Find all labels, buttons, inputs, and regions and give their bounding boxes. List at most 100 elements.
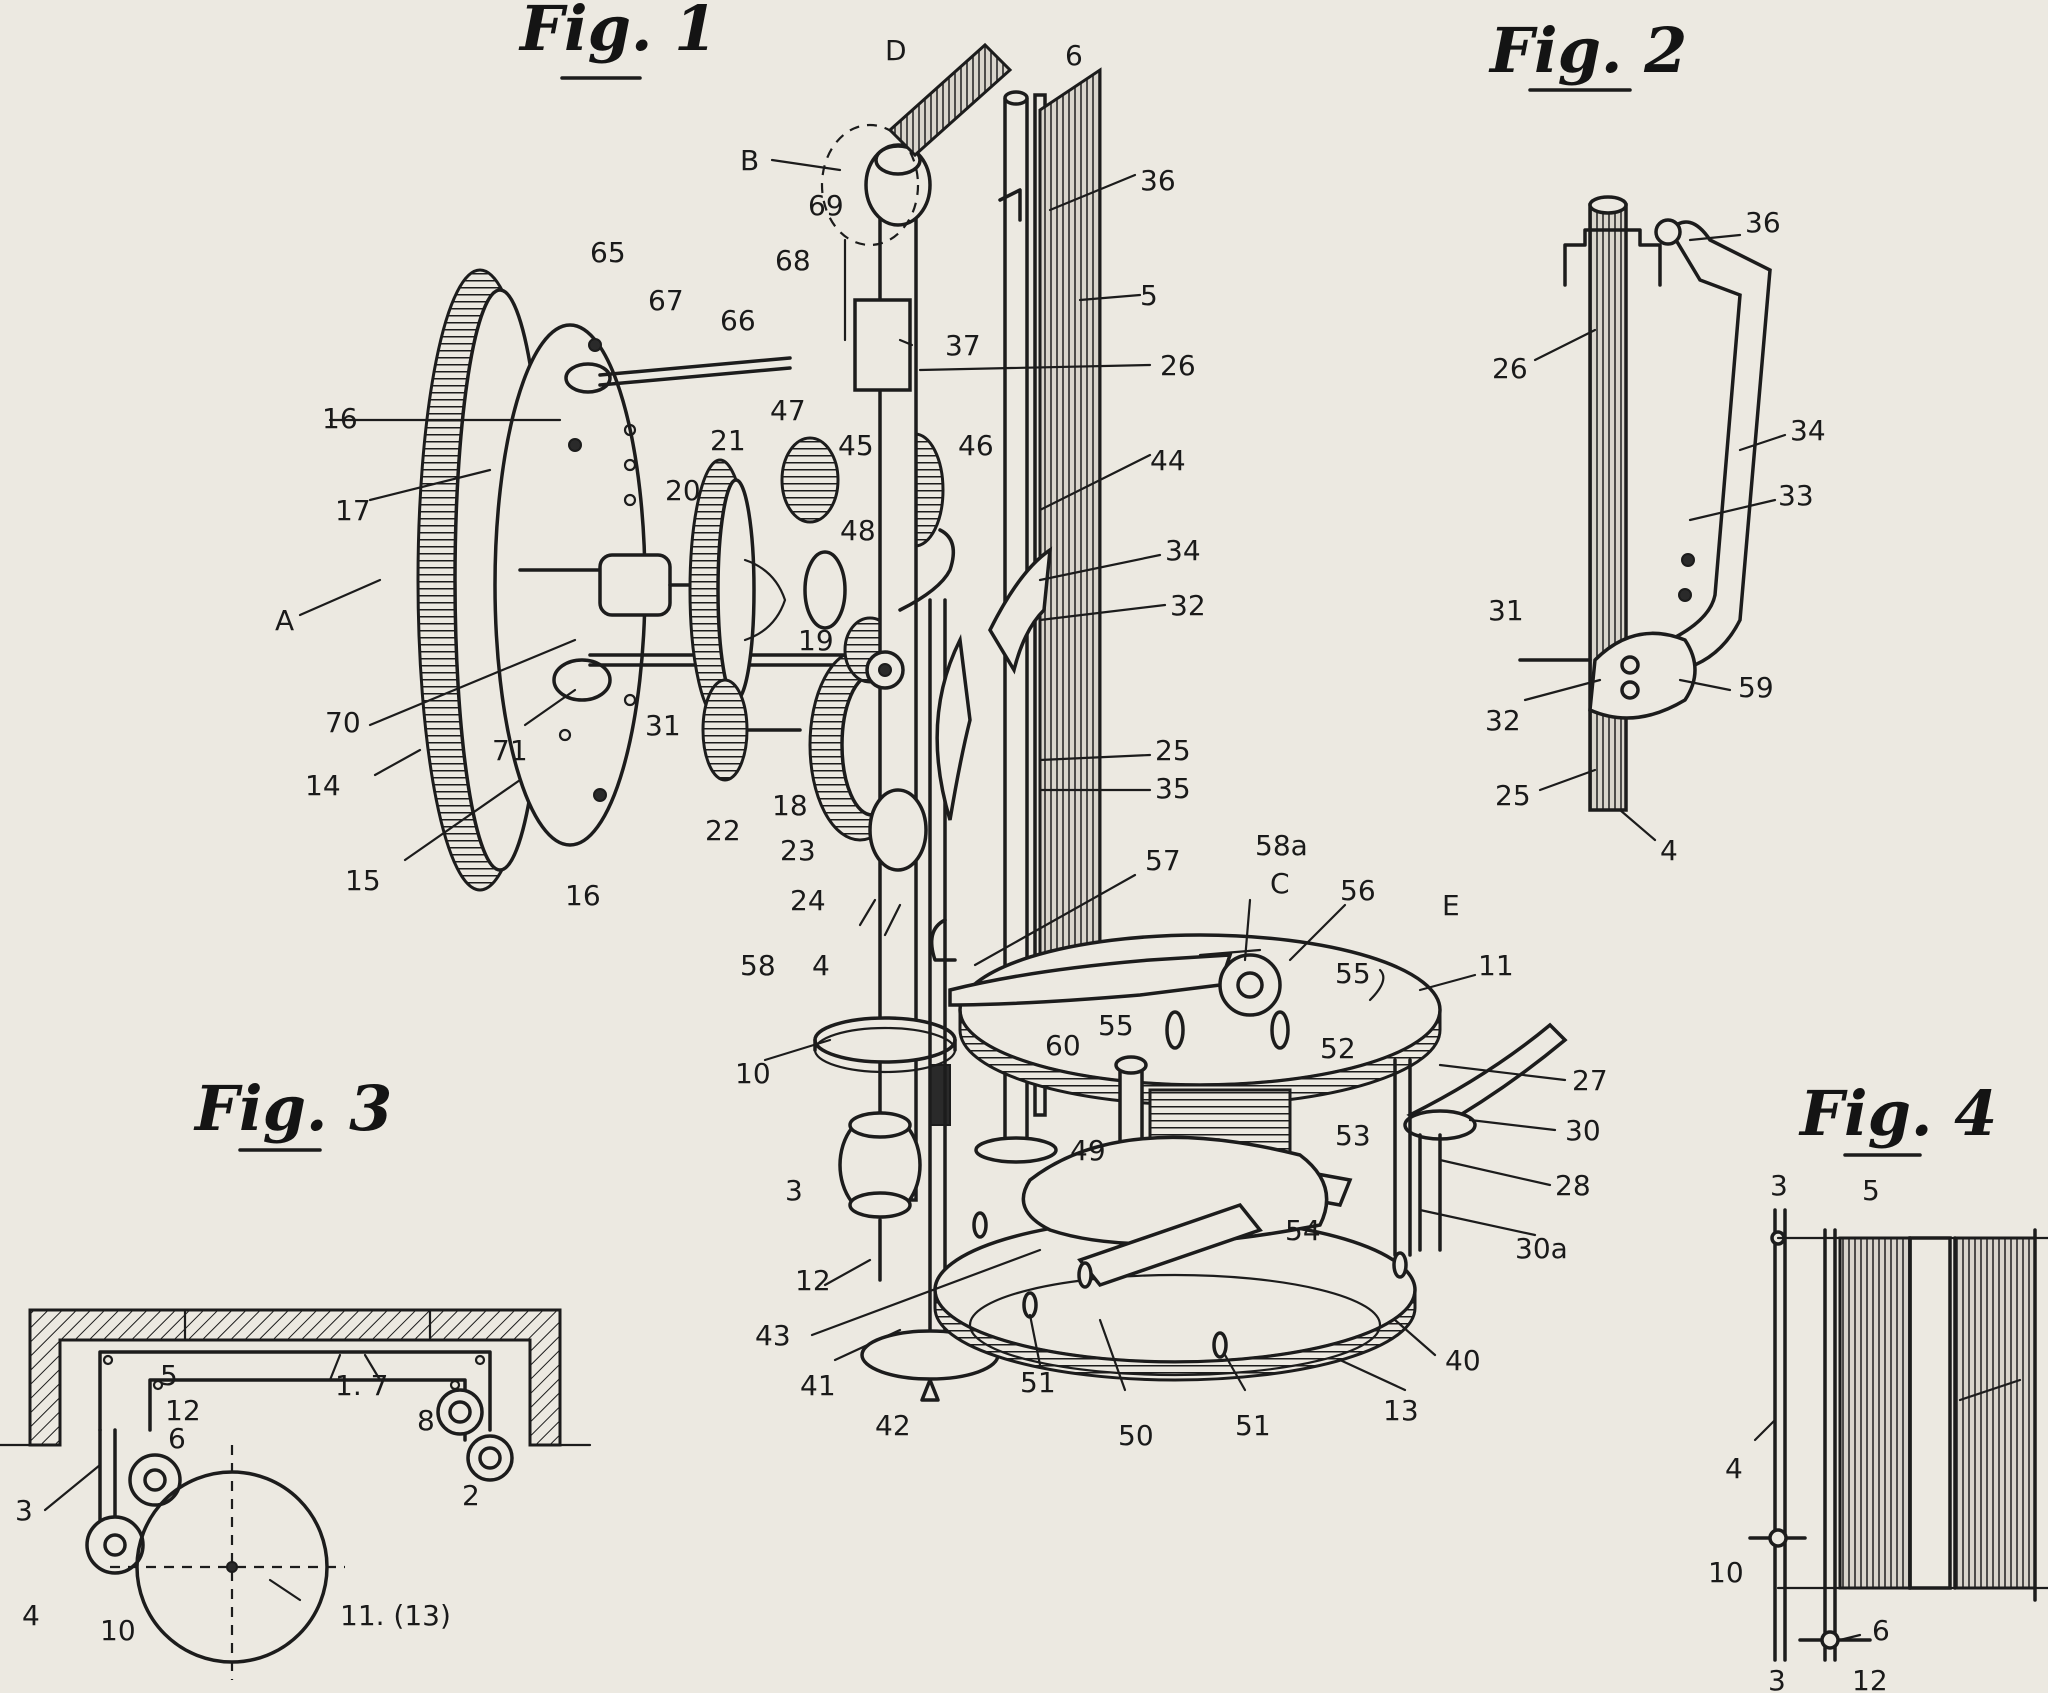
label-44: 44 (1150, 444, 1186, 477)
label-D: D (885, 34, 907, 67)
label-A: A (275, 604, 294, 637)
fig3-label-4: 4 (22, 1599, 40, 1632)
label-65: 65 (590, 236, 626, 269)
fig4-label-3-bottom: 3 (1768, 1664, 1786, 1693)
label-13: 13 (1383, 1394, 1419, 1427)
fig3-label-1-7: 1. 7 (335, 1369, 388, 1402)
fig4-title: Fig. 4 (1798, 1077, 1997, 1150)
label-47: 47 (770, 394, 806, 427)
label-15: 15 (345, 864, 381, 897)
label-E: E (1442, 889, 1460, 922)
label-41: 41 (800, 1369, 836, 1402)
fig3-label-5: 5 (160, 1359, 178, 1392)
label-20: 20 (665, 474, 701, 507)
label-5: 5 (1140, 279, 1158, 312)
label-18: 18 (772, 789, 808, 822)
belt-5 (1038, 67, 1102, 1013)
base-disc-13 (933, 1135, 1417, 1382)
figure-4: Fig. 4 3 5 4 10 6 3 12 (1708, 1077, 2048, 1693)
label-40: 40 (1445, 1344, 1481, 1377)
label-3: 3 (785, 1174, 803, 1207)
label-30: 30 (1565, 1114, 1601, 1147)
label-4: 4 (812, 949, 830, 982)
fig3-labels: 1. 7 8 5 12 6 2 3 4 10 11. (13) (15, 1359, 480, 1647)
turntable-11 (948, 933, 1442, 1107)
fig4-labels: 3 5 4 10 6 3 12 (1708, 1169, 1890, 1693)
label-58: 58 (740, 949, 776, 982)
label-42: 42 (875, 1409, 911, 1442)
fig3-label-11-13: 11. (13) (340, 1599, 451, 1632)
label-27: 27 (1572, 1064, 1608, 1097)
fig2-label-32: 32 (1485, 704, 1521, 737)
label-28: 28 (1555, 1169, 1591, 1202)
label-36: 36 (1140, 164, 1176, 197)
label-22: 22 (705, 814, 741, 847)
fig1-title: Fig. 1 (518, 0, 717, 65)
figure-1: Fig. 1 (275, 0, 1608, 1452)
disc-10 (813, 1016, 957, 1074)
label-19: 19 (798, 624, 834, 657)
fig4-label-5: 5 (1862, 1174, 1880, 1207)
label-48: 48 (840, 514, 876, 547)
label-21: 21 (710, 424, 746, 457)
figure-3: Fig. 3 (0, 1072, 592, 1680)
label-56: 56 (1340, 874, 1376, 907)
fig1-labels: D 6 B 36 69 68 65 67 66 5 37 26 16 47 21… (275, 34, 1608, 1452)
fig4-label-3-top: 3 (1770, 1169, 1788, 1202)
label-70: 70 (325, 706, 361, 739)
label-55-top: 55 (1335, 957, 1371, 990)
label-34: 34 (1165, 534, 1201, 567)
label-11: 11 (1478, 949, 1514, 982)
fig3-label-3: 3 (15, 1494, 33, 1527)
label-24: 24 (790, 884, 826, 917)
label-17: 17 (335, 494, 371, 527)
label-68: 68 (775, 244, 811, 277)
label-14: 14 (305, 769, 341, 802)
label-C: C (1270, 867, 1290, 900)
label-71: 71 (492, 734, 528, 767)
fig2-label-33: 33 (1778, 479, 1814, 512)
fig1-leader-lines (298, 158, 1567, 1392)
fig2-leader-lines (1523, 233, 1787, 842)
bracket-27-30 (1393, 1022, 1568, 1257)
label-49: 49 (1070, 1134, 1106, 1167)
figure-2: Fig. 2 36 26 34 33 31 59 32 (1485, 14, 1826, 867)
label-16-top: 16 (322, 402, 358, 435)
label-12: 12 (795, 1264, 831, 1297)
label-67: 67 (648, 284, 684, 317)
fig2-label-25: 25 (1495, 779, 1531, 812)
label-31: 31 (645, 709, 681, 742)
label-10: 10 (735, 1057, 771, 1090)
label-51-left: 51 (1020, 1366, 1056, 1399)
label-45: 45 (838, 429, 874, 462)
fig3-label-8: 8 (417, 1404, 435, 1437)
label-23: 23 (780, 834, 816, 867)
label-32: 32 (1170, 589, 1206, 622)
label-B: B (740, 144, 759, 177)
label-26: 26 (1160, 349, 1196, 382)
label-25: 25 (1155, 734, 1191, 767)
label-16-bottom: 16 (565, 879, 601, 912)
fig2-label-36: 36 (1745, 206, 1781, 239)
fig3-label-6: 6 (168, 1422, 186, 1455)
fig4-label-6: 6 (1872, 1614, 1890, 1647)
flywheel-disc (416, 268, 647, 892)
label-43: 43 (755, 1319, 791, 1352)
label-60: 60 (1045, 1029, 1081, 1062)
fig3-leader-lines (43, 1353, 382, 1602)
fig4-label-12: 12 (1852, 1664, 1888, 1693)
fig2-label-26: 26 (1492, 352, 1528, 385)
label-66: 66 (720, 304, 756, 337)
label-52: 52 (1320, 1032, 1356, 1065)
fig3-label-2: 2 (462, 1479, 480, 1512)
label-57: 57 (1145, 844, 1181, 877)
fig2-labels: 36 26 34 33 31 59 32 25 4 (1485, 206, 1826, 867)
fig4-label-4: 4 (1725, 1452, 1743, 1485)
fig3-label-12: 12 (165, 1394, 201, 1427)
label-69: 69 (808, 189, 844, 222)
fig2-label-34: 34 (1790, 414, 1826, 447)
fig4-leader-lines (1753, 1378, 2022, 1642)
label-51-right: 51 (1235, 1409, 1271, 1442)
fig2-label-59: 59 (1738, 671, 1774, 704)
